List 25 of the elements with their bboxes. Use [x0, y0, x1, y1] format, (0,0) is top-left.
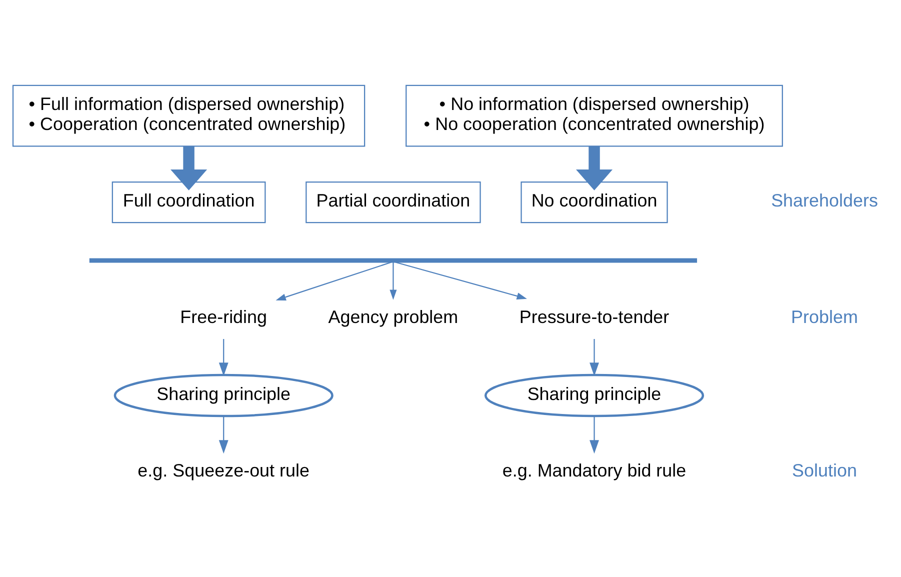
arrow — [395, 261, 527, 300]
node-text: e.g. Squeeze-out rule — [138, 460, 310, 480]
node-box: No coordination — [520, 181, 668, 223]
node-ellipse: Sharing principle — [114, 373, 334, 417]
node-text: e.g. Mandatory bid rule — [502, 460, 686, 480]
label: Problem — [791, 306, 858, 326]
node-text: Free-riding — [180, 306, 268, 326]
arrow — [218, 416, 228, 454]
arrow — [218, 338, 228, 376]
arrow — [576, 146, 613, 190]
node-text: Agency problem — [328, 306, 458, 326]
label: Solution — [792, 460, 857, 480]
arrow — [170, 146, 208, 190]
arrow — [590, 416, 599, 454]
arrow — [390, 262, 397, 300]
node-text: Pressure-to-tender — [519, 306, 670, 326]
node-box: Partial coordination — [306, 181, 481, 223]
node-box: Full coordination — [112, 181, 266, 223]
node-box: • Full information (dispersed ownership) • Cooperation (concentrated ownership) — [12, 84, 366, 146]
label: Shareholders — [771, 190, 878, 210]
arrow — [276, 261, 392, 300]
node-box: • No information (dispersed ownership) • No cooperation (concentrated ownership) — [406, 84, 783, 146]
node-ellipse: Sharing principle — [484, 373, 704, 417]
node-bar — [89, 258, 698, 262]
arrow — [590, 338, 599, 376]
